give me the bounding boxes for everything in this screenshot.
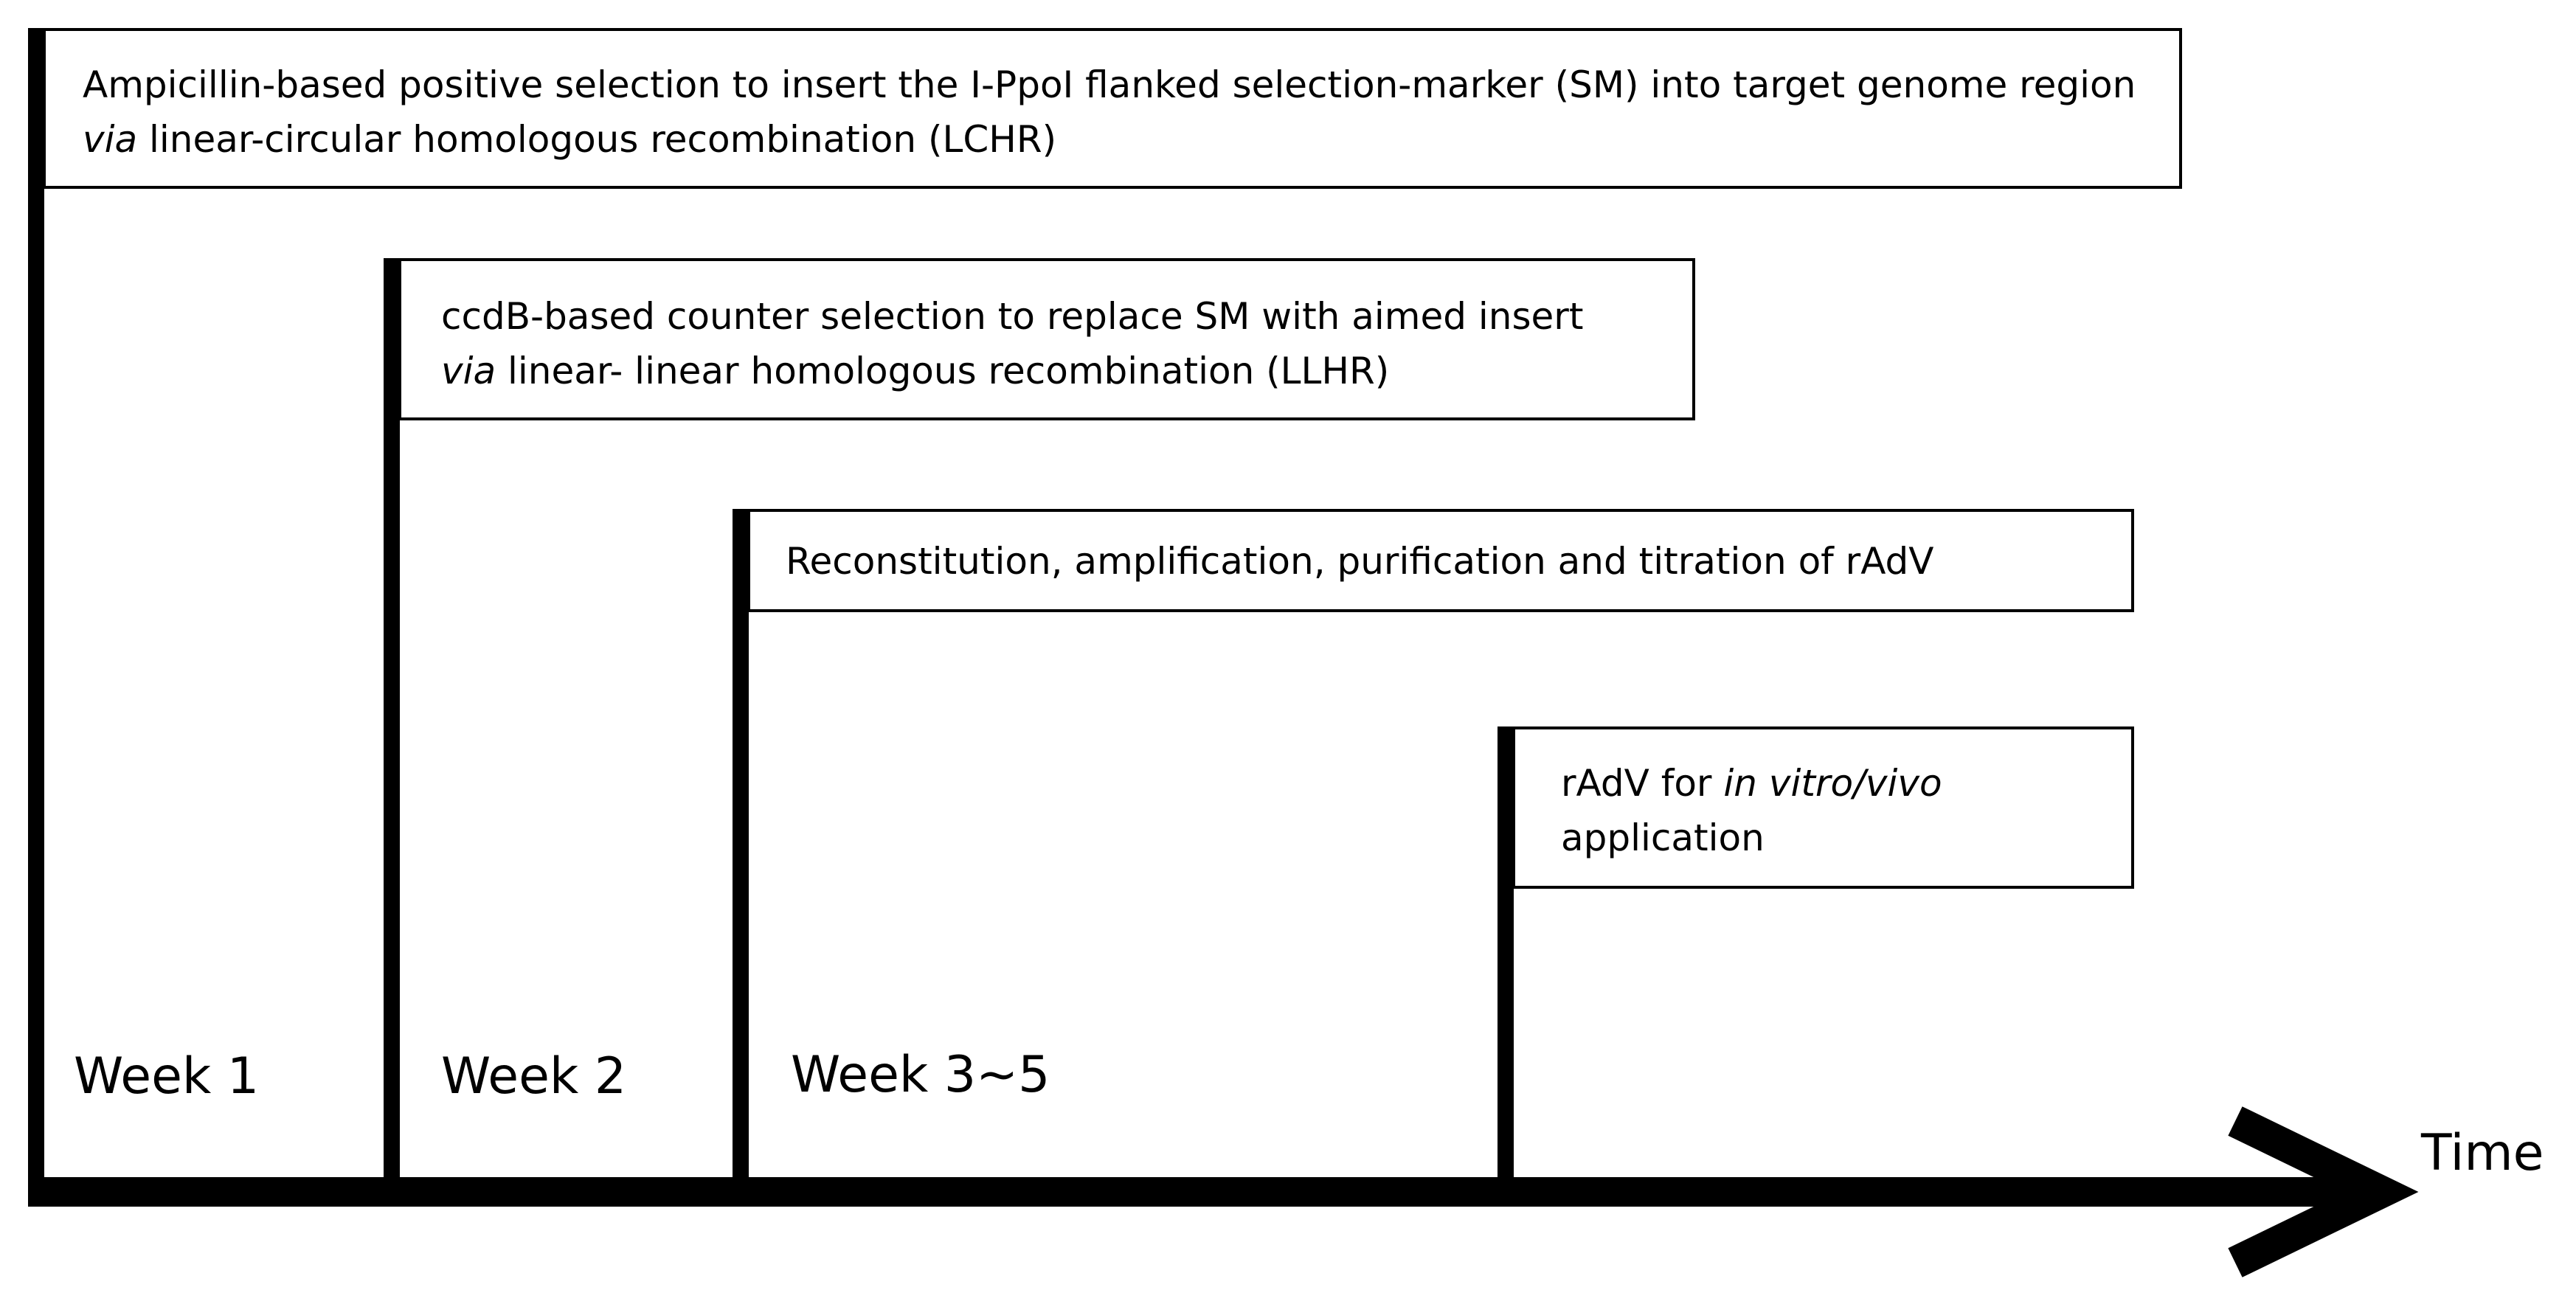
stage-4-line1-prefix: rAdV for — [1561, 762, 1724, 805]
time-axis-line — [28, 1177, 2381, 1207]
stage-1-line2: via linear-circular homologous recombina… — [83, 112, 2179, 167]
stage-4-start-bar — [1498, 726, 1514, 1201]
stage-1-start-bar — [28, 28, 44, 1201]
stage-4-line1: rAdV for in vitro/vivo — [1561, 756, 2131, 811]
stage-1-line2-text: linear-circular homologous recombination… — [137, 118, 1057, 161]
stage-2-via: via — [441, 350, 496, 392]
stage-3-line1: Reconstitution, amplification, purificat… — [786, 540, 1934, 583]
week-3-5-label: Week 3~5 — [791, 1046, 1050, 1104]
stage-4-line1-italic: in vitro/vivo — [1723, 762, 1942, 805]
stage-1-via: via — [83, 118, 138, 161]
stage-2-line2-text: linear- linear homologous recombination … — [496, 350, 1390, 392]
stage-4-box: rAdV for in vitro/vivo application — [1512, 726, 2134, 889]
week-2-label: Week 2 — [441, 1047, 627, 1106]
week-1-label: Week 1 — [74, 1047, 260, 1106]
stage-2-line1: ccdB-based counter selection to replace … — [441, 295, 1584, 338]
stage-2-start-bar — [384, 258, 400, 1201]
stage-1-line1: Ampicillin-based positive selection to i… — [83, 63, 2136, 106]
time-axis-arrowhead — [2228, 1106, 2419, 1277]
stage-3-start-bar — [733, 509, 749, 1201]
stage-2-box: ccdB-based counter selection to replace … — [398, 258, 1695, 420]
stage-4-line2: application — [1561, 816, 1765, 859]
stage-1-box: Ampicillin-based positive selection to i… — [43, 28, 2182, 189]
time-axis-label: Time — [2421, 1124, 2544, 1182]
stage-3-box: Reconstitution, amplification, purificat… — [747, 509, 2134, 612]
stage-2-line2: via linear- linear homologous recombinat… — [441, 344, 1692, 398]
